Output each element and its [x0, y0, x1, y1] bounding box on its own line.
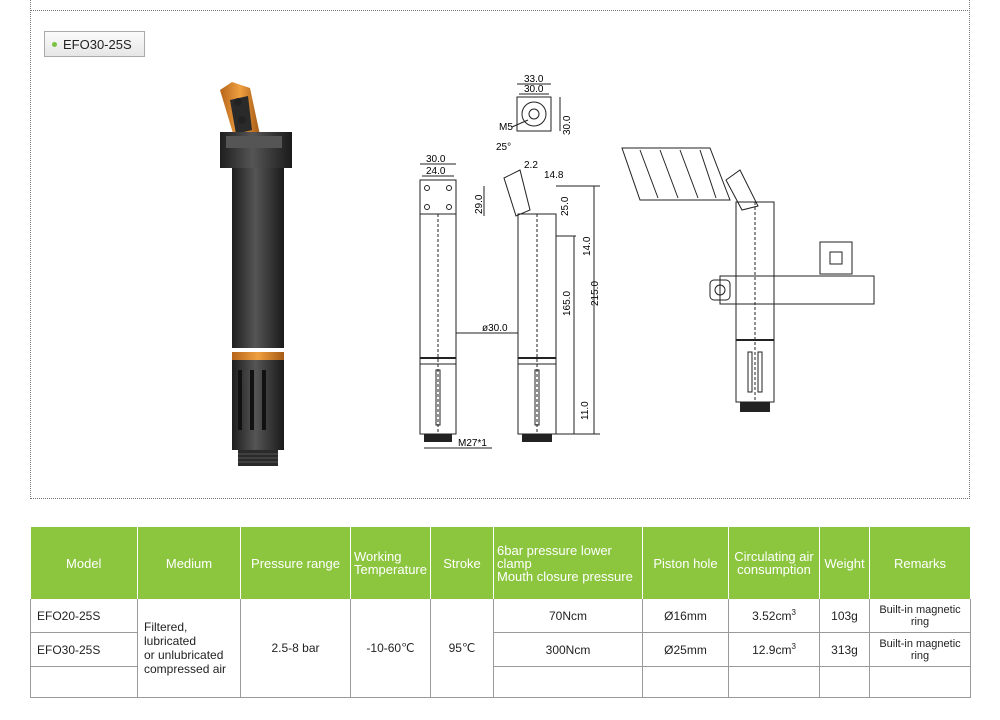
cell-empty: [819, 666, 870, 698]
dim-top-w-outer: 33.0: [524, 74, 544, 85]
header-pressure-range: Pressure range: [240, 527, 351, 599]
model-tab-label: EFO30-25S: [63, 36, 132, 52]
cell-weight: 103g: [819, 599, 870, 633]
cell-piston: Ø16mm: [642, 599, 729, 633]
cell-weight: 313g: [819, 632, 870, 667]
cell-remarks: Built-in magnetic ring: [869, 599, 971, 633]
cell-empty: [30, 666, 138, 698]
cell-empty: [642, 666, 729, 698]
dim-top-h: 30.0: [562, 115, 573, 135]
dim-22: 2.2: [524, 160, 538, 171]
dim-angle: 25°: [496, 142, 511, 153]
dim-side-w-outer: 30.0: [426, 154, 446, 165]
dim-side-w-inner: 24.0: [426, 166, 446, 177]
cell-piston: Ø25mm: [642, 632, 729, 667]
header-piston-hole: Piston hole: [642, 527, 729, 599]
header-medium: Medium: [137, 527, 241, 599]
dim-top-w-inner: 30.0: [524, 84, 544, 95]
header-model: Model: [30, 527, 138, 599]
dim-diameter: ø30.0: [482, 323, 508, 334]
dim-25: 25.0: [560, 196, 571, 216]
dim-165: 165.0: [562, 291, 573, 316]
header-remarks: Remarks: [869, 527, 971, 599]
cell-air: 12.9cm3: [728, 632, 820, 667]
product-image: [220, 82, 292, 466]
table-row: EFO30-25S 300Ncm Ø25mm 12.9cm3 313g Buil…: [30, 632, 971, 667]
cell-pressure-range: 2.5-8 bar: [240, 599, 351, 698]
product-frame: [30, 0, 970, 499]
cell-model: EFO30-25S: [30, 632, 138, 667]
cell-empty: [869, 666, 971, 698]
cell-temperature: -10-60℃: [350, 599, 431, 698]
cell-model: EFO20-25S: [30, 599, 138, 633]
dim-14: 14.0: [582, 236, 593, 256]
cell-empty: [493, 666, 643, 698]
dim-head-h: 29.0: [474, 194, 485, 214]
top-divider: [30, 10, 970, 11]
dim-215: 215.0: [590, 281, 600, 306]
cell-clamp: 70Ncm: [493, 599, 643, 633]
table-row-empty: [30, 666, 971, 698]
cell-air: 3.52cm3: [728, 599, 820, 633]
dim-148: 14.8: [544, 170, 564, 181]
header-stroke: Stroke: [430, 527, 494, 599]
model-tab[interactable]: EFO30-25S: [44, 31, 145, 57]
cell-empty: [728, 666, 820, 698]
bullet-icon: [52, 41, 57, 47]
dim-11: 11.0: [580, 401, 591, 420]
dimension-drawing: 33.0 30.0 30.0 M5 30.0 24.0 M27*1 25° 2.…: [419, 74, 600, 449]
cell-remarks: Built-in magnetic ring: [869, 632, 971, 667]
header-weight: Weight: [819, 527, 870, 599]
dim-m5: M5: [499, 122, 513, 133]
dim-thread: M27*1: [458, 438, 487, 449]
cell-clamp: 300Ncm: [493, 632, 643, 667]
assembly-drawing: [621, 147, 875, 412]
cell-stroke: 95℃: [430, 599, 494, 698]
